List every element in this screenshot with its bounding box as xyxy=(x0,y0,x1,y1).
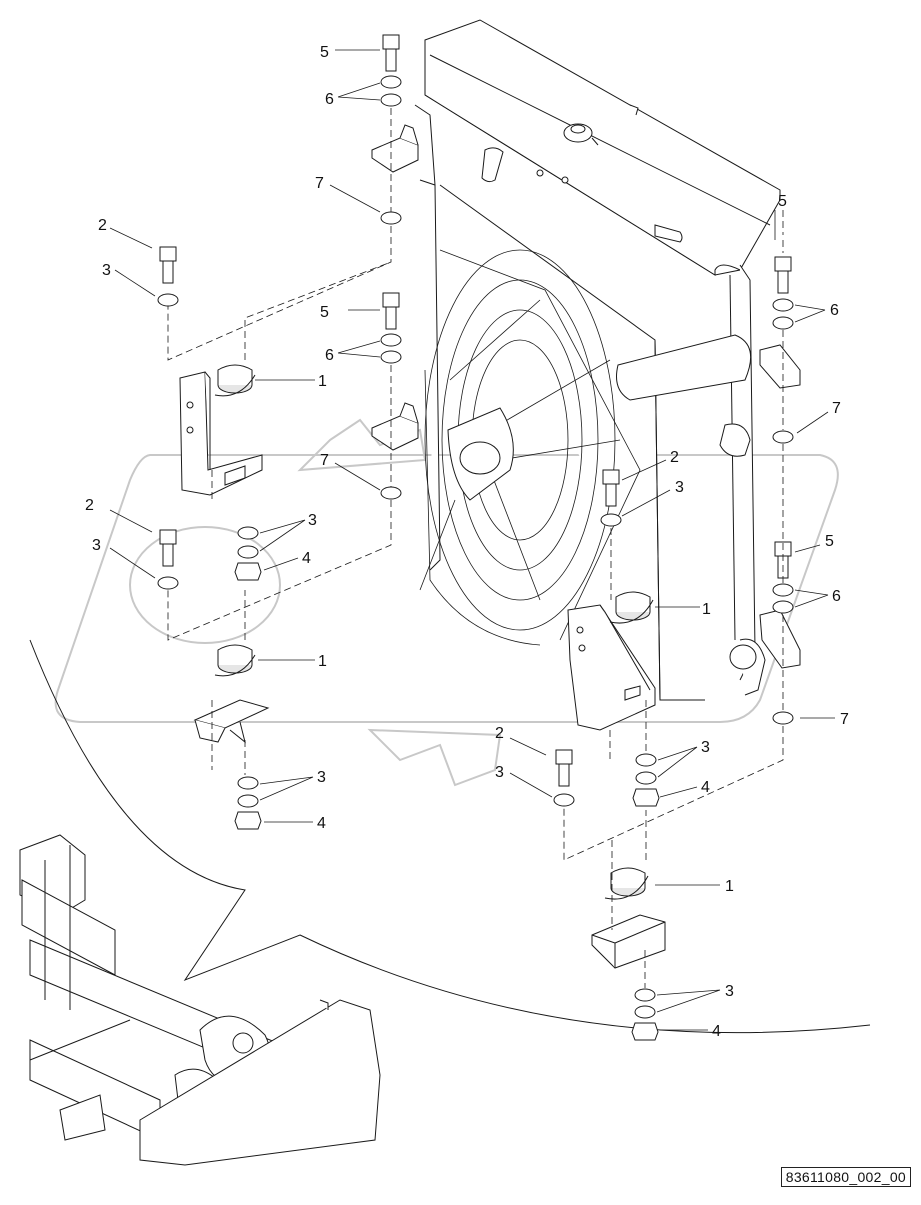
rubber-mount xyxy=(609,591,654,624)
fan-shroud xyxy=(419,249,641,646)
middle-bracket xyxy=(371,402,419,451)
callout-5: 5 xyxy=(825,533,834,550)
callout-7: 7 xyxy=(840,711,849,728)
callout-leaders xyxy=(109,49,835,1031)
callout-3: 3 xyxy=(495,764,504,781)
bolt xyxy=(602,469,620,507)
callout-6: 6 xyxy=(832,588,841,605)
callout-6: 6 xyxy=(325,347,334,364)
callout-5: 5 xyxy=(320,44,329,61)
callout-3: 3 xyxy=(92,537,101,554)
callout-1: 1 xyxy=(318,373,327,390)
callout-2: 2 xyxy=(98,217,107,234)
rubber-mount xyxy=(214,364,256,397)
machine-frame xyxy=(19,834,381,1166)
callout-3: 3 xyxy=(675,479,684,496)
bolt xyxy=(774,256,792,294)
radiator-assembly xyxy=(414,19,781,701)
callout-5: 5 xyxy=(320,304,329,321)
bolt xyxy=(382,34,400,72)
callout-3: 3 xyxy=(317,769,326,786)
bolt xyxy=(159,529,177,567)
washers xyxy=(157,75,794,1019)
callout-1: 1 xyxy=(725,878,734,895)
lower-right-bracket xyxy=(591,914,666,969)
lower-left-bracket xyxy=(193,699,270,744)
callout-3: 3 xyxy=(102,262,111,279)
callout-4: 4 xyxy=(712,1023,721,1040)
callout-2: 2 xyxy=(495,725,504,742)
callout-3: 3 xyxy=(725,983,734,1000)
rubber-mount xyxy=(214,644,256,677)
callout-6: 6 xyxy=(325,91,334,108)
callout-7: 7 xyxy=(320,452,329,469)
callout-3: 3 xyxy=(308,512,317,529)
callout-1: 1 xyxy=(702,601,711,618)
callout-6: 6 xyxy=(830,302,839,319)
right-support-bracket xyxy=(567,604,656,731)
bolt xyxy=(555,749,573,787)
nuts xyxy=(234,562,660,1041)
callout-labels: 5 6 7 5 6 7 2 3 1 2 3 3 4 1 3 4 5 6 7 2 … xyxy=(85,44,849,1040)
callout-2: 2 xyxy=(670,449,679,466)
assembly-dashed-lines xyxy=(167,108,784,988)
frame-boundary-curve xyxy=(29,639,871,1034)
bolt xyxy=(382,292,400,330)
callout-1: 1 xyxy=(318,653,327,670)
right-upper-bracket xyxy=(759,344,801,669)
watermark-logo xyxy=(54,418,839,787)
callout-4: 4 xyxy=(302,550,311,567)
drawing-reference-code: 83611080_002_00 xyxy=(780,1167,911,1187)
left-support-bracket xyxy=(179,371,263,496)
callout-5: 5 xyxy=(778,193,787,210)
rubber-mount xyxy=(604,867,649,900)
top-bracket xyxy=(371,124,419,173)
callout-2: 2 xyxy=(85,497,94,514)
callout-3: 3 xyxy=(701,739,710,756)
callout-7: 7 xyxy=(315,175,324,192)
bolt xyxy=(159,246,177,284)
callout-4: 4 xyxy=(701,779,710,796)
callout-4: 4 xyxy=(317,815,326,832)
callout-7: 7 xyxy=(832,400,841,417)
